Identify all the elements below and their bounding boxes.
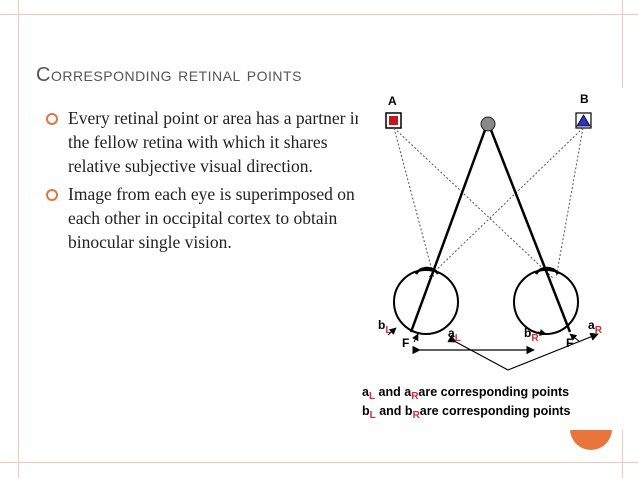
left-lens xyxy=(414,266,440,275)
label-f-left: F xyxy=(402,336,409,350)
label-al: aL xyxy=(448,326,461,344)
label-b: B xyxy=(580,92,589,106)
object-b-triangle xyxy=(576,114,591,127)
left-visual-axis xyxy=(409,129,487,333)
slide-title: Corresponding retinal points xyxy=(36,64,302,86)
label-ar: aR xyxy=(588,318,603,336)
bullet-item: Image from each eye is superimposed on e… xyxy=(40,182,370,254)
frame-line-left xyxy=(18,0,19,478)
diagram-svg: A B bL F aL bR F aR xyxy=(362,92,603,421)
frame-line-top xyxy=(0,14,638,15)
caption-line-1: aL and aRare corresponding points xyxy=(362,385,569,402)
label-f-right: F xyxy=(566,336,573,350)
right-lens xyxy=(534,266,560,275)
right-eye xyxy=(513,269,579,335)
label-bl: bL xyxy=(378,318,391,336)
bullet-item: Every retinal point or area has a partne… xyxy=(40,106,370,178)
fixation-point xyxy=(480,116,496,132)
label-a: A xyxy=(388,94,397,108)
dashed-lines xyxy=(393,127,584,279)
label-br: bR xyxy=(524,326,539,344)
arrow-bl xyxy=(387,327,397,336)
retinal-points-diagram: A B bL F aL bR F aR xyxy=(358,88,630,430)
caption-line-2: bL and bRare corresponding points xyxy=(362,404,571,421)
arrow-br xyxy=(537,329,547,336)
circle-bullet-icon xyxy=(46,189,58,201)
right-visual-axis xyxy=(489,129,572,333)
circle-bullet-icon xyxy=(46,113,58,125)
arrow-al-curve-a xyxy=(447,334,509,371)
bullet-text: Every retinal point or area has a partne… xyxy=(68,108,364,176)
object-a-square-fill xyxy=(389,116,398,125)
arrow-f-left xyxy=(412,333,419,343)
arrow-al-curve-b xyxy=(507,332,599,371)
frame-line-bottom xyxy=(0,462,638,463)
bullet-text: Image from each eye is superimposed on e… xyxy=(68,184,355,252)
arrow-f-right xyxy=(569,333,581,343)
left-eye xyxy=(393,269,459,335)
bullet-list: Every retinal point or area has a partne… xyxy=(40,106,370,258)
